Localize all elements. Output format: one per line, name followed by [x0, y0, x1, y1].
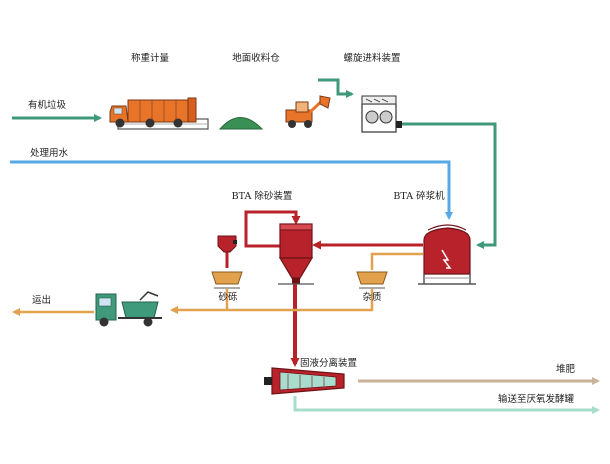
skip-truck-icon: [95, 291, 162, 327]
screw-feeder-icon: [361, 95, 402, 133]
impurities-bin-icon: [356, 271, 388, 289]
ground-bin-label: 地面收料仓: [232, 52, 280, 64]
waste-mound-icon: [218, 117, 264, 130]
impurities-label: 杂质: [362, 291, 382, 303]
grit-hopper-icon: [217, 235, 237, 253]
bta-pulper-label: BTA 碎浆机: [393, 190, 445, 202]
organic-waste-label: 有机垃圾: [28, 99, 67, 111]
weighing-label: 称重计量: [131, 52, 170, 64]
digester-line: [293, 396, 600, 414]
process-water-line: [10, 160, 453, 220]
screw-feeder-label: 螺旋进料装置: [343, 52, 400, 64]
bta-desander-label: BTA 除砂装置: [232, 190, 293, 202]
to-digester-label: 输送至厌氧发酵罐: [498, 393, 575, 405]
feeder-input-line: [318, 78, 354, 98]
solid-liquid-separator-icon: [264, 367, 345, 395]
impurities-line: [370, 252, 423, 270]
compost-label: 堆肥: [556, 364, 576, 375]
bta-desander-icon: [278, 223, 314, 285]
desander-loop-line: [244, 210, 301, 248]
bta-pulper-icon: [418, 224, 476, 285]
grit-bin-icon: [211, 271, 243, 289]
garbage-truck-icon: [109, 97, 209, 130]
grit-label: 砂砾: [218, 291, 238, 303]
ship-out-label: 运出: [32, 294, 51, 306]
feeder-to-pulper-line: [402, 122, 497, 249]
impurities-collect-line: [170, 289, 374, 314]
process-water-label: 处理用水: [30, 147, 69, 159]
loader-icon: [285, 95, 331, 128]
separator-label: 固液分离装置: [300, 357, 357, 369]
